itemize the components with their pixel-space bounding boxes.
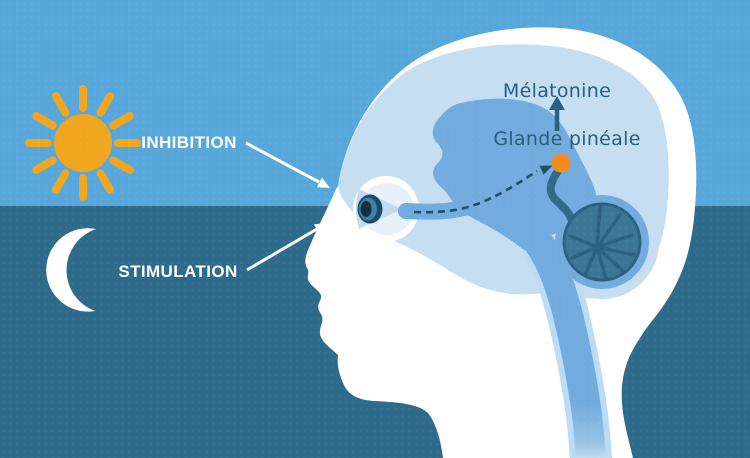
sun-core <box>54 114 112 172</box>
eye <box>353 176 419 242</box>
stimulation-arrow <box>246 223 327 272</box>
inhibition-label: INHIBITION <box>141 133 237 152</box>
inhibition-arrow <box>245 141 330 188</box>
moon-icon <box>46 228 96 312</box>
pineal-gland-label: Glande pinéale <box>493 128 641 150</box>
stimulation-arrowhead-icon <box>313 223 327 234</box>
signal-path <box>413 165 553 214</box>
sun-icon <box>25 85 141 201</box>
inhibition-arrowhead-icon <box>316 177 330 188</box>
cerebellum <box>562 202 642 282</box>
pineal-gland-dot <box>551 153 571 173</box>
signal-dashes <box>413 169 538 214</box>
melatonin-arrowhead-icon <box>549 96 565 110</box>
inhibition-arrow-shaft <box>245 141 320 184</box>
signal-arrowhead-icon <box>539 165 553 175</box>
melatonin-label: Mélatonine <box>502 80 612 102</box>
sun-rays <box>25 85 141 201</box>
stimulation-label: STIMULATION <box>118 262 238 281</box>
brainstem-core <box>525 230 606 458</box>
melatonin-arrow <box>549 96 565 131</box>
pupil <box>360 201 372 217</box>
stimulation-arrow-shaft <box>246 227 318 272</box>
cerebellum-folds <box>568 205 636 281</box>
